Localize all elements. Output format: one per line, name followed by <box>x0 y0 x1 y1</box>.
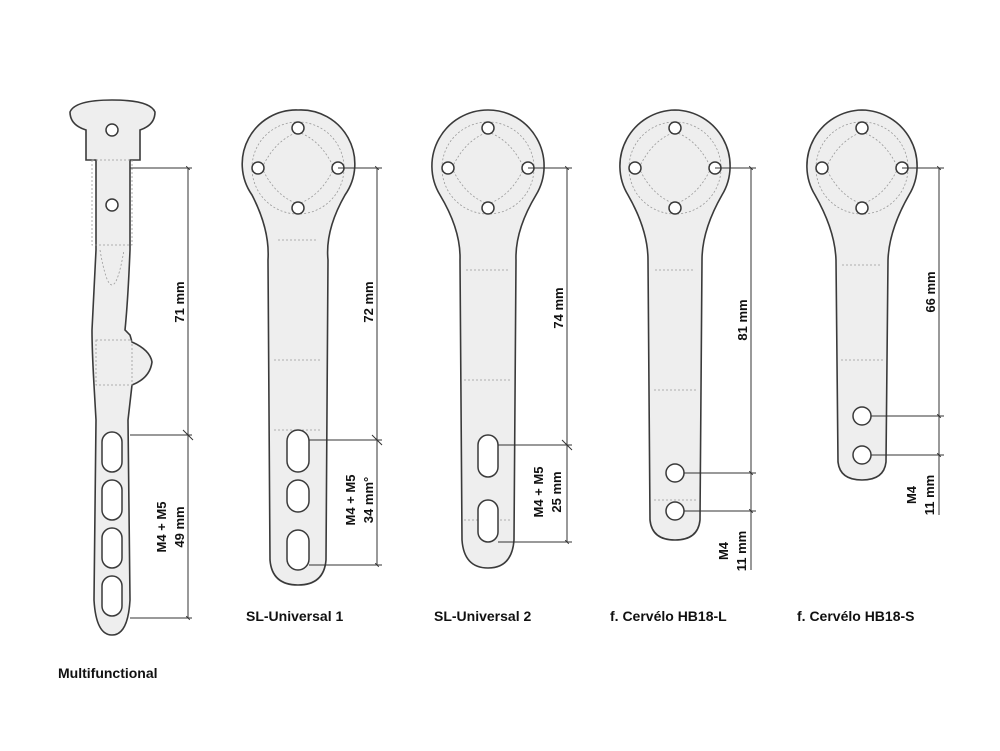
label-sl-universal-1: SL-Universal 1 <box>246 608 344 624</box>
sl-universal-1-part <box>241 109 356 586</box>
label-sl-universal-2: SL-Universal 2 <box>434 608 532 624</box>
dim-text: 71 mm <box>172 281 187 322</box>
label-cervelo-hb18-s: f. Cervélo HB18-S <box>797 608 915 624</box>
dim-text: M4 + M5 <box>154 502 169 553</box>
dim-sl-universal-2: 74 mm M4 + M5 25 mm <box>498 165 573 545</box>
dim-text: 25 mm <box>549 471 564 512</box>
label-multifunctional: Multifunctional <box>58 665 158 681</box>
dim-text: 66 mm <box>923 271 938 312</box>
dim-text: 34 mm° <box>361 477 376 523</box>
cervelo-hb18-s-part <box>806 109 918 481</box>
dim-text: 49 mm <box>172 506 187 547</box>
multifunctional-part <box>69 99 156 636</box>
dim-text: 81 mm <box>735 299 750 340</box>
dim-text: 74 mm <box>551 287 566 328</box>
sl-universal-2-part <box>431 109 545 569</box>
dim-cervelo-hb18-s: 66 mm M4 11 mm <box>871 165 944 515</box>
dim-multifunctional: 71 mm M4 + M5 49 mm <box>130 165 194 621</box>
dim-text: M4 <box>716 541 731 560</box>
dim-text: M4 + M5 <box>531 467 546 518</box>
dim-sl-universal-1: 72 mm M4 + M5 34 mm° <box>309 165 383 568</box>
dim-text: M4 <box>904 485 919 504</box>
dim-text: M4 + M5 <box>343 475 358 526</box>
dim-cervelo-hb18-l: 81 mm M4 11 mm <box>684 165 756 571</box>
label-cervelo-hb18-l: f. Cervélo HB18-L <box>610 608 727 624</box>
dim-text: 11 mm <box>734 531 749 571</box>
dim-text: 11 mm <box>922 475 937 515</box>
dim-text: 72 mm <box>361 281 376 322</box>
cervelo-hb18-l-part <box>619 109 731 541</box>
